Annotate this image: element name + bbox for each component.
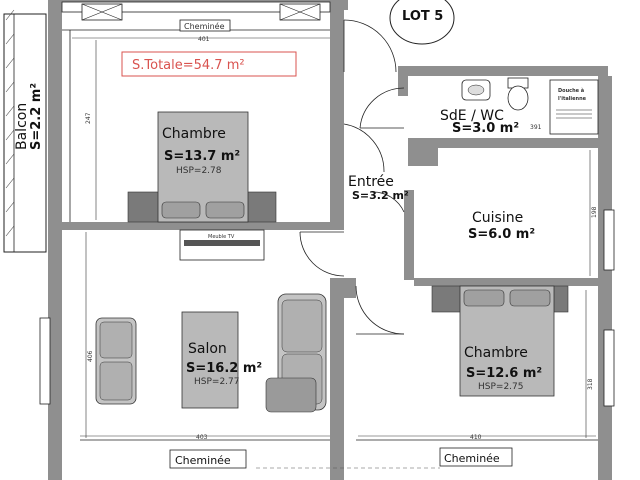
wall-chambre2-stub: [344, 278, 356, 298]
wall-sde-top: [398, 66, 608, 76]
chambre2-name: Chambre: [464, 345, 528, 361]
wall-chambre-salon: [62, 222, 342, 230]
balcon-name: Balcon: [14, 103, 30, 150]
shower-label-1: Douche à: [558, 87, 584, 94]
tv-icon: [184, 240, 260, 246]
entree-name: Entrée: [348, 174, 394, 190]
cheminee-bottom-left: [169, 449, 247, 469]
wall-right: [598, 76, 612, 480]
cheminee-bottom-left-label: Cheminée: [175, 454, 231, 467]
shower-label-2: l'italienne: [558, 96, 587, 102]
dim-left-height: 247: [85, 112, 92, 124]
wall-left: [48, 0, 62, 480]
cheminee-top: [179, 19, 231, 32]
total-area-box: [121, 51, 297, 77]
salon-name: Salon: [188, 341, 227, 357]
wall-mid-lower: [330, 278, 344, 480]
window-right-cuisine: [603, 209, 615, 271]
dim-sde-width: 391: [530, 124, 542, 131]
dim-cuisine-height: 198: [591, 206, 598, 218]
dim-salon-height: 406: [87, 350, 94, 362]
cuisine-area: S=6.0 m²: [468, 227, 535, 242]
chambre1-name: Chambre: [162, 126, 226, 142]
salon-area: S=16.2 m²: [186, 361, 262, 376]
wall-mid-upper: [330, 0, 344, 230]
balcon-area: [3, 13, 47, 253]
wall-cuisine-notch: [408, 148, 438, 166]
chambre2-area: S=12.6 m²: [466, 366, 542, 381]
chambre1-area: S=13.7 m²: [164, 149, 240, 164]
cheminee-top-label: Cheminée: [184, 21, 225, 31]
window-right: [603, 329, 615, 407]
dim-chambre2-width: 410: [470, 434, 482, 441]
chambre2-hsp: HSP=2.75: [478, 382, 524, 392]
cuisine-name: Cuisine: [472, 210, 523, 226]
window-top: [61, 1, 331, 13]
entree-area: S=3.2 m²: [352, 189, 409, 202]
bed-chambre1: [127, 111, 277, 223]
sde-name: SdE / WC: [440, 108, 504, 124]
balcon-area-label: S=2.2 m²: [29, 83, 44, 150]
person-seated-icon: [265, 377, 317, 413]
dim-top-width: 401: [198, 36, 210, 43]
doors: [299, 19, 405, 335]
chambre1-hsp: HSP=2.78: [176, 166, 222, 176]
lot-circle: [389, 0, 455, 45]
shower-icon: [549, 79, 599, 135]
dim-chambre2-height: 318: [587, 378, 594, 390]
dim-salon-width: 403: [196, 434, 208, 441]
wall-sde-left: [398, 66, 408, 96]
wall-sde-bottom: [408, 138, 608, 148]
cheminee-bottom-right-label: Cheminée: [444, 452, 500, 465]
lot-label: LOT 5: [402, 9, 443, 24]
cheminee-bottom-right: [439, 447, 513, 467]
salon-furniture: [95, 293, 327, 413]
bed-chambre2: [431, 285, 569, 397]
sde-area: S=3.0 m²: [452, 121, 519, 136]
door-entry-arc: [343, 19, 397, 73]
wall-cuisine-left: [404, 190, 414, 280]
total-area-text: S.Totale=54.7 m²: [132, 58, 245, 73]
coffee-table: [181, 311, 239, 409]
balcon-hatch: [5, 9, 15, 237]
window-left-salon: [39, 317, 51, 405]
wall-cuisine-chambre: [414, 278, 604, 286]
salon-hsp: HSP=2.77: [194, 377, 240, 387]
sde-fixtures: [461, 77, 599, 135]
tv-label: Meuble TV: [208, 234, 235, 240]
